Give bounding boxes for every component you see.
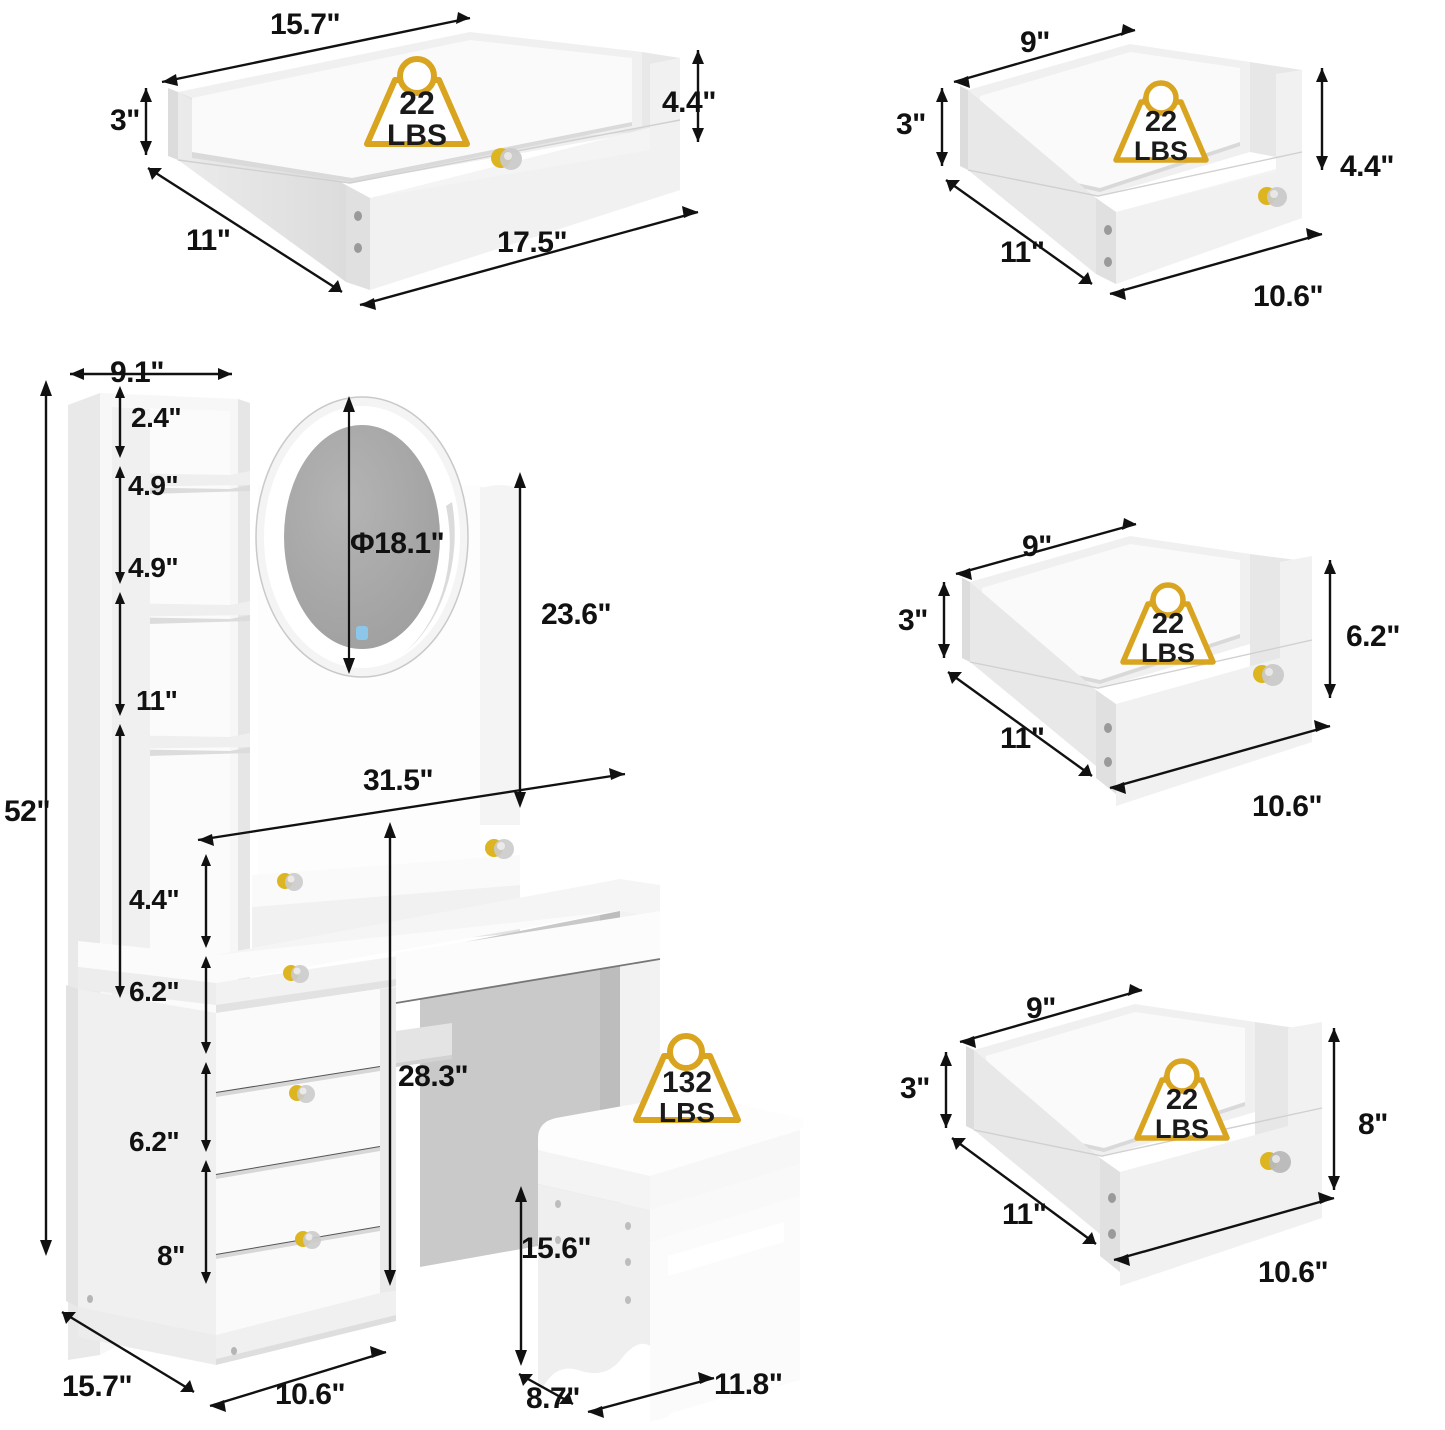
- dim-shelf-2-height: 4.9": [128, 470, 179, 501]
- dim-vanity-base-depth: 15.7": [62, 1370, 133, 1403]
- dim-drawer-top-right-side-depth: 11": [1000, 236, 1045, 269]
- dim-shelf-4-height: 11": [136, 685, 178, 716]
- drawer-top-left-dimension-lines: [120, 0, 760, 310]
- badge-weight-number: 22: [1165, 1084, 1199, 1117]
- vanity-dimension-lines: [0, 350, 740, 1429]
- dim-shelf-3-height: 4.9": [128, 552, 179, 583]
- weight-capacity-badge: 22 LBS: [1124, 1048, 1240, 1148]
- drawer-top-right-dimension-lines: [930, 22, 1400, 312]
- drawer-knob-icon: [272, 864, 312, 898]
- dim-drawer-bottom-right-outer-width: 10.6": [1258, 1256, 1329, 1289]
- dim-drawer-4-height: 8": [157, 1240, 185, 1271]
- weight-capacity-badge: 132 LBS: [620, 1022, 754, 1132]
- dim-shelf-1-height: 2.4": [131, 402, 182, 433]
- badge-weight-number: 132: [661, 1065, 713, 1099]
- dim-drawer-3-height: 6.2": [129, 1126, 180, 1157]
- dim-drawer-mid-right-inner-depth: 9": [1022, 530, 1052, 563]
- led-mirror-icon: [252, 392, 472, 682]
- dim-drawer-1-height: 4.4": [129, 884, 180, 915]
- dim-drawer-2-height: 6.2": [129, 976, 180, 1007]
- drawer-bottom-right-dimension-lines: [930, 984, 1400, 1310]
- dim-drawer-top-left-inner-height: 3": [110, 104, 140, 137]
- mirror-diameter-arrow: [334, 396, 364, 674]
- drawer-knob-icon: [480, 830, 524, 866]
- badge-weight-number: 22: [1151, 608, 1185, 641]
- dim-stool-seat-height: 15.6": [521, 1232, 592, 1265]
- drawer-knob-icon: [290, 1222, 330, 1256]
- dim-drawer-top-left-outer-height: 4.4": [662, 86, 716, 119]
- dim-mirror-diameter: Φ18.1": [350, 527, 445, 560]
- stool-illustration: [500, 1080, 830, 1430]
- badge-weight-number: 22: [399, 84, 435, 121]
- drawer-knob-icon: [1253, 178, 1295, 214]
- dim-drawer-top-right-inner-height: 3": [896, 108, 926, 141]
- dim-stool-depth: 8.7": [526, 1382, 580, 1415]
- weight-capacity-badge: 22 LBS: [352, 44, 482, 156]
- dim-drawer-mid-right-inner-height: 3": [898, 604, 928, 637]
- dim-vanity-base-width: 10.6": [275, 1378, 346, 1411]
- dim-drawer-bottom-right-side-depth: 11": [1002, 1198, 1047, 1231]
- drawer-knob-icon: [284, 1076, 324, 1110]
- dim-stool-width: 11.8": [714, 1368, 783, 1401]
- drawer-knob-icon: [278, 956, 318, 990]
- drawer-mid-right-dimension-lines: [930, 518, 1400, 830]
- dim-desktop-width: 31.5": [363, 764, 434, 797]
- weight-capacity-badge: 22 LBS: [1110, 572, 1226, 672]
- dim-drawer-mid-right-outer-width: 10.6": [1252, 790, 1323, 823]
- dim-drawer-top-left-side-depth: 11": [186, 224, 231, 257]
- badge-weight-unit: LBS: [1141, 638, 1195, 669]
- dim-drawer-top-left-inner-depth: 15.7": [270, 8, 341, 41]
- dim-desk-height: 28.3": [398, 1060, 469, 1093]
- dim-shelf-tower-width: 9.1": [110, 356, 164, 389]
- drawer-knob-icon: [487, 140, 529, 176]
- drawer-knob-icon: [1248, 655, 1290, 693]
- dim-drawer-bottom-right-inner-depth: 9": [1026, 992, 1056, 1025]
- weight-capacity-badge: 22 LBS: [1103, 70, 1219, 170]
- badge-weight-number: 22: [1144, 106, 1178, 139]
- dim-hutch-height: 23.6": [541, 598, 612, 631]
- dim-drawer-mid-right-outer-height: 6.2": [1346, 620, 1400, 653]
- drawer-top-left-illustration: [120, 0, 760, 300]
- badge-weight-unit: LBS: [659, 1096, 715, 1128]
- dim-drawer-top-right-outer-width: 10.6": [1253, 280, 1324, 313]
- dim-drawer-mid-right-side-depth: 11": [1000, 722, 1045, 755]
- badge-weight-unit: LBS: [1155, 1114, 1209, 1145]
- drawer-knob-icon: [1255, 1142, 1297, 1180]
- dim-drawer-top-right-inner-depth: 9": [1020, 26, 1050, 59]
- dim-vanity-total-height: 52": [4, 795, 51, 828]
- badge-weight-unit: LBS: [387, 118, 447, 152]
- badge-weight-unit: LBS: [1134, 136, 1188, 167]
- dim-drawer-bottom-right-outer-height: 8": [1358, 1108, 1388, 1141]
- stool-dimension-lines: [460, 1060, 860, 1429]
- dim-drawer-bottom-right-inner-height: 3": [900, 1072, 930, 1105]
- dim-drawer-top-left-outer-width: 17.5": [497, 226, 568, 259]
- dim-drawer-top-right-outer-height: 4.4": [1340, 150, 1394, 183]
